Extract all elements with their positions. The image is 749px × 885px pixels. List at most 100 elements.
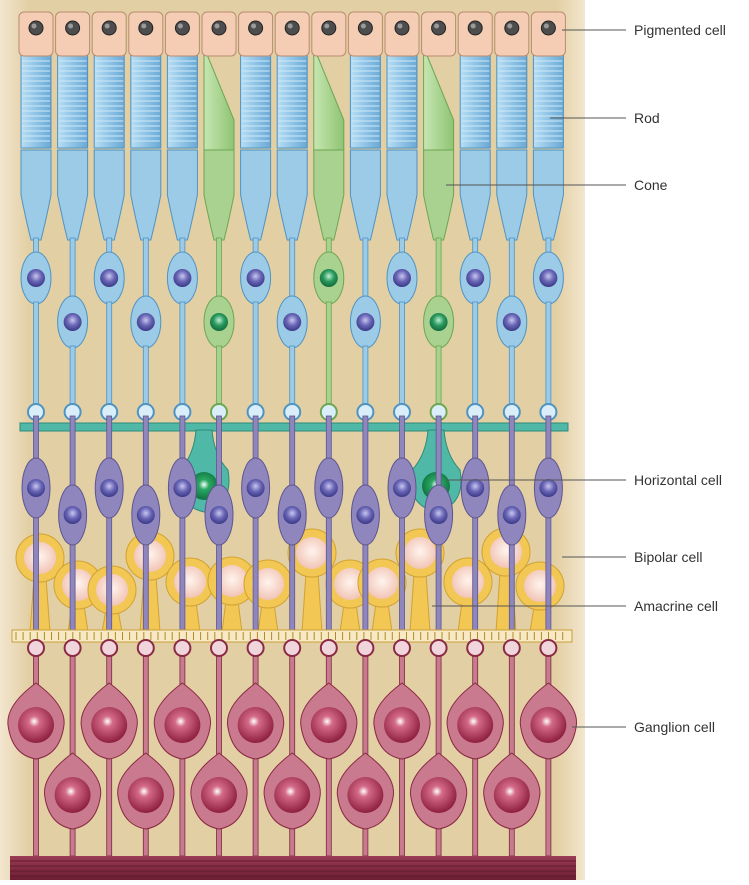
amacrine-nucleus [174, 566, 206, 598]
ganglion-nucleus [91, 707, 127, 743]
photoreceptor-axon [34, 302, 39, 408]
ganglion-dendrite-terminal [101, 640, 117, 656]
amacrine-process [302, 573, 322, 632]
ganglion-dendrite-terminal [357, 640, 373, 656]
ganglion-nucleus [274, 777, 310, 813]
bipolar-nucleus [100, 479, 118, 497]
photoreceptor-axon [546, 302, 551, 408]
ganglion-nucleus [238, 707, 274, 743]
pigmented-cell [56, 12, 90, 56]
pigmented-cell [312, 12, 346, 56]
optic-nerve-fiber-layer [10, 856, 576, 880]
photoreceptor-axon [180, 302, 185, 408]
ganglion-nucleus [457, 707, 493, 743]
bipolar-nucleus [137, 506, 155, 524]
photoreceptor-axon [400, 302, 405, 408]
pigmented-cell-nucleus [102, 21, 116, 35]
ganglion-nucleus [421, 777, 457, 813]
pigmented-cell [348, 12, 382, 56]
ganglion-dendrite-terminal [321, 640, 337, 656]
photoreceptor-axon [70, 346, 75, 408]
bipolar-nucleus [283, 506, 301, 524]
pigmented-cell [202, 12, 236, 56]
bipolar-axon [326, 416, 331, 638]
amacrine-nucleus [24, 542, 56, 574]
photoreceptor-axon [436, 346, 441, 408]
bipolar-axon [180, 416, 185, 638]
rod-nucleus [356, 313, 374, 331]
pigmented-cell-nucleus [29, 21, 43, 35]
ganglion-dendrite-terminal [174, 640, 190, 656]
ganglion-dendrite-terminal [28, 640, 44, 656]
ganglion-dendrite-terminal [138, 640, 154, 656]
amacrine-process [30, 578, 50, 632]
bipolar-nucleus [247, 479, 265, 497]
photoreceptor-axon [473, 302, 478, 408]
bipolar-axon [473, 416, 478, 638]
pigmented-cell-layer [19, 12, 565, 56]
pigmented-cell-nucleus [468, 21, 482, 35]
rod-nucleus [466, 269, 484, 287]
ganglion-dendrite-terminal [65, 640, 81, 656]
ganglion-nucleus [311, 707, 347, 743]
bipolar-nucleus [27, 479, 45, 497]
bipolar-nucleus [173, 479, 191, 497]
photoreceptor-axon [290, 346, 295, 408]
cone-nucleus [430, 313, 448, 331]
pigmented-cell [422, 12, 456, 56]
pigmented-cell-nucleus [212, 21, 226, 35]
amacrine-nucleus [296, 537, 328, 569]
photoreceptor-axon [107, 302, 112, 408]
label-pigmented-cell: Pigmented cell [634, 22, 726, 38]
label-amacrine-cell: Amacrine cell [634, 598, 718, 614]
bipolar-nucleus [539, 479, 557, 497]
pigmented-cell-nucleus [249, 21, 263, 35]
rod-nucleus [27, 269, 45, 287]
label-rod: Rod [634, 110, 660, 126]
photoreceptor-axon [326, 302, 331, 408]
pigmented-cell-nucleus [432, 21, 446, 35]
rod-nucleus [539, 269, 557, 287]
pigmented-cell [129, 12, 163, 56]
cone-nucleus [210, 313, 228, 331]
pigmented-cell-nucleus [285, 21, 299, 35]
bipolar-nucleus [393, 479, 411, 497]
ganglion-dendrite-terminal [284, 640, 300, 656]
amacrine-nucleus [366, 567, 398, 599]
pigmented-cell [165, 12, 199, 56]
amacrine-process [222, 601, 242, 632]
photoreceptor-axon [143, 346, 148, 408]
pigmented-cell-nucleus [505, 21, 519, 35]
pigmented-cell [531, 12, 565, 56]
ganglion-dendrite-terminal [211, 640, 227, 656]
bipolar-axon [546, 416, 551, 638]
rod-nucleus [64, 313, 82, 331]
bipolar-nucleus [503, 506, 521, 524]
bipolar-nucleus [210, 506, 228, 524]
amacrine-nucleus [134, 540, 166, 572]
ganglion-dendrite-terminal [431, 640, 447, 656]
bipolar-nucleus [356, 506, 374, 524]
pigmented-cell [458, 12, 492, 56]
pigmented-cell [385, 12, 419, 56]
pigmented-cell-nucleus [541, 21, 555, 35]
pigmented-cell [92, 12, 126, 56]
amacrine-nucleus [404, 537, 436, 569]
ganglion-dendrite-terminal [394, 640, 410, 656]
pigmented-cell-nucleus [66, 21, 80, 35]
ganglion-nucleus [384, 707, 420, 743]
rod-nucleus [137, 313, 155, 331]
ganglion-dendrite-terminal [467, 640, 483, 656]
amacrine-nucleus [452, 566, 484, 598]
bipolar-axon [107, 416, 112, 638]
ganglion-nucleus [164, 707, 200, 743]
ganglion-nucleus [347, 777, 383, 813]
pigmented-cell-nucleus [395, 21, 409, 35]
amacrine-process [410, 573, 430, 632]
bipolar-nucleus [430, 506, 448, 524]
ganglion-nucleus [530, 707, 566, 743]
pigmented-cell-nucleus [175, 21, 189, 35]
pigmented-cell [275, 12, 309, 56]
pigmented-cell-nucleus [322, 21, 336, 35]
